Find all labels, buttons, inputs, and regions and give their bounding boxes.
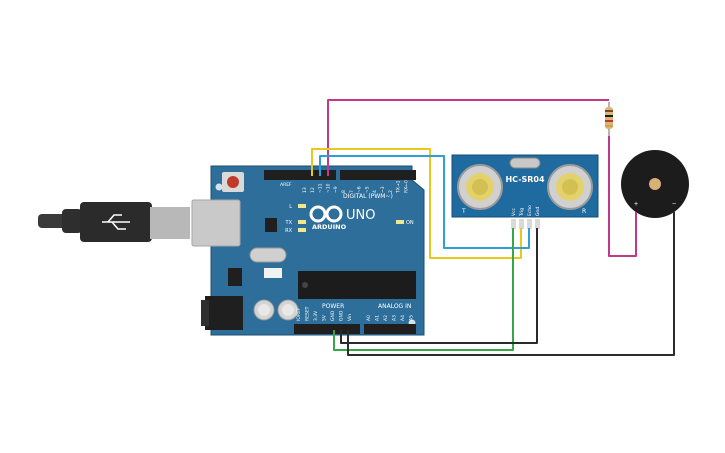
buzzer-plus-label: + — [634, 201, 638, 208]
pin-label: A3 — [392, 315, 398, 321]
on-label: ON — [406, 220, 414, 226]
pin-label: GND — [330, 310, 336, 321]
pin-label: A2 — [383, 315, 389, 321]
rx-label: RX — [285, 228, 292, 234]
pin-label: A1 — [375, 315, 381, 321]
power-header[interactable] — [294, 324, 360, 334]
piezo-buzzer[interactable]: + − — [621, 150, 689, 218]
pin-label: TX→1 — [396, 180, 402, 194]
atmega-chip — [298, 271, 416, 299]
power-label: POWER — [322, 303, 344, 310]
crystal-oscillator — [249, 247, 287, 263]
pin-label: ~11 — [318, 183, 324, 193]
transmitter-transducer — [457, 164, 503, 210]
dc-barrel-jack — [201, 296, 243, 330]
resistor[interactable] — [605, 102, 613, 136]
reset-button[interactable] — [222, 172, 244, 192]
pin-label: A4 — [400, 315, 406, 321]
wire-pink-resistor-buzzer-plus[interactable] — [608, 136, 637, 257]
pin-label: 4 — [372, 190, 378, 193]
arduino-logo-icon — [309, 205, 343, 223]
pin-label: 13 — [302, 187, 308, 193]
receiver-transducer — [547, 164, 593, 210]
sensor-pin-header[interactable] — [511, 219, 540, 229]
pin-label: 8 — [341, 190, 347, 193]
capacitors — [253, 299, 299, 321]
pin-label: ~3 — [380, 186, 386, 193]
wire-green-5v-vcc[interactable] — [333, 228, 514, 351]
analog-label: ANALOG IN — [378, 303, 411, 310]
pin-label: ~10 — [325, 183, 331, 193]
usb-jack — [191, 199, 241, 247]
regulator — [228, 268, 242, 286]
digital-label: DIGITAL (PWM~) — [343, 193, 393, 200]
pin-label: RX←0 — [403, 180, 409, 193]
pin-label: A5 — [409, 315, 415, 321]
pin-label: Gnd — [535, 207, 541, 216]
analog-header[interactable] — [364, 324, 416, 334]
sensor-t-label: T — [461, 208, 466, 215]
buzzer-minus-label: − — [672, 201, 676, 208]
usb-icon — [102, 214, 130, 230]
sensor-model-label: HC-SR04 — [505, 175, 545, 184]
pin-label: GND — [339, 310, 345, 321]
pin-label: ~5 — [364, 186, 370, 193]
pin-label: IOREF — [296, 307, 302, 321]
wire-yellow-pin12-echo[interactable] — [311, 148, 522, 259]
reset-switch-pad — [264, 268, 282, 278]
wire-dark-gnd-gnd[interactable] — [340, 228, 538, 344]
arduino-brand-text: ARDUINO — [312, 223, 347, 231]
usb-chip — [265, 218, 277, 232]
pin-label: ~6 — [357, 186, 363, 193]
pin-label: 2 — [388, 190, 394, 193]
digital-header[interactable] — [264, 170, 416, 180]
aref-label: AREF — [280, 182, 292, 188]
pin-label: Vcc — [511, 207, 517, 216]
l-label: L — [289, 204, 292, 210]
pin-label: Echo — [527, 205, 533, 216]
pin-label: RESET — [305, 306, 311, 321]
wire-dark-gnd-buzzer-minus[interactable] — [347, 212, 675, 356]
pin-label: A0 — [366, 315, 372, 321]
tx-label: TX — [285, 220, 293, 226]
pin-label: Vin — [347, 314, 353, 321]
wire-pink-pin11-resistor[interactable] — [327, 99, 609, 176]
pin-label: 3.3V — [313, 310, 319, 321]
sensor-r-label: R — [582, 208, 586, 215]
led-indicators — [298, 204, 404, 232]
pin-label: 12 — [310, 187, 316, 193]
uno-logo-text: UNO — [346, 208, 375, 223]
pin-label: 7 — [349, 190, 355, 193]
pin-label: ~9 — [333, 186, 339, 193]
pin-label: 5V — [322, 314, 328, 321]
wire-blue-pin10-trig[interactable] — [319, 155, 530, 249]
pin-label: Trig — [519, 208, 525, 217]
